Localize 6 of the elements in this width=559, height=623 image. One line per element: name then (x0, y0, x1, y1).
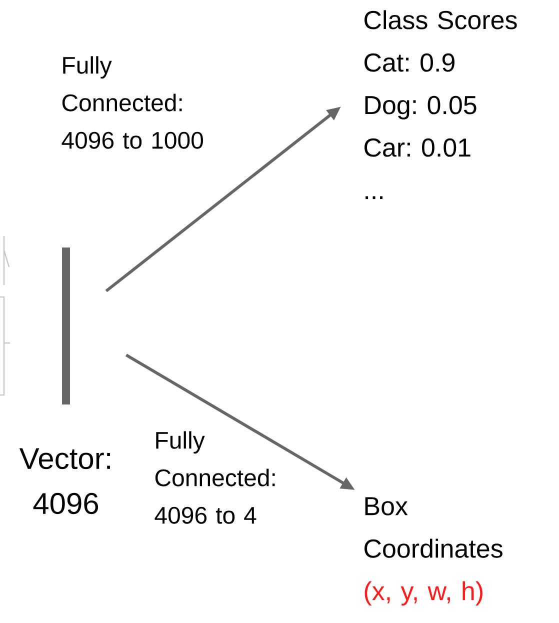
edge-label: Fully Connected: 4096 to 4 (154, 431, 275, 524)
output-label: Box Coordinates (x, y, w, h) (364, 497, 502, 606)
node-label: Vector: 4096 (19, 448, 110, 514)
vector-bar (62, 248, 70, 404)
edge-label: Fully Connected: 4096 to 1000 (62, 56, 204, 149)
class-scores-text: Class Scores Cat: 0.9 Dog: 0.05 Car: 0.01 ... (364, 10, 517, 200)
